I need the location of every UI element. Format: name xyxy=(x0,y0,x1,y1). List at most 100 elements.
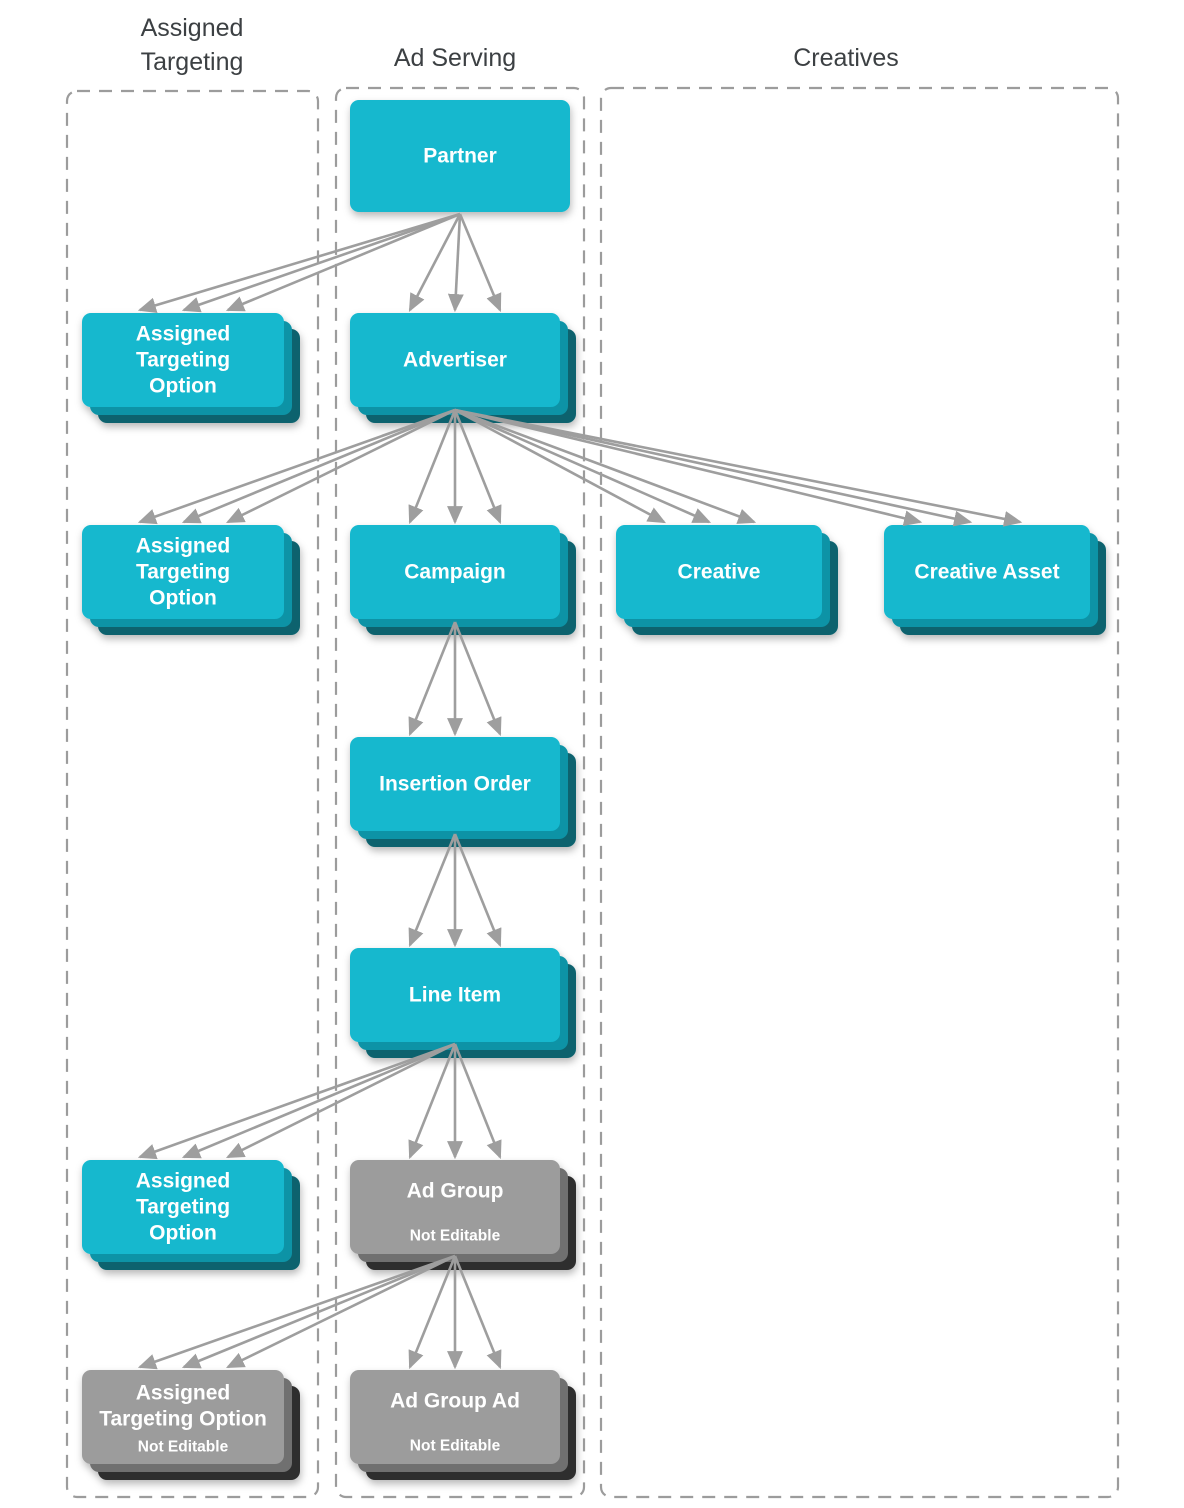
node-insertion-order: Insertion Order xyxy=(350,737,576,847)
node-label: Partner xyxy=(423,145,497,168)
node-assigned-targeting-option-line-item: Assigned Targeting Option xyxy=(82,1160,300,1270)
node-label-line3: Option xyxy=(149,1222,217,1245)
node-label-line2: Targeting xyxy=(136,1196,230,1219)
edge-line xyxy=(408,213,462,313)
edges-advertiser-to-campaign xyxy=(408,409,502,525)
edge-line xyxy=(453,1043,502,1160)
node-assigned-targeting-option-partner: Assigned Targeting Option xyxy=(82,313,300,423)
edges-ad-group-to-ad-group-ad xyxy=(408,1255,502,1370)
node-ad-group: Ad Group Not Editable xyxy=(350,1160,576,1270)
column-creatives xyxy=(599,86,1120,1499)
node-label-line2: Targeting xyxy=(136,561,230,584)
edge-line xyxy=(453,621,502,737)
column-title-assigned-targeting-line2: Targeting xyxy=(141,48,244,76)
edge-line xyxy=(137,212,461,314)
node-label: Ad Group Ad xyxy=(390,1390,520,1413)
node-label-line2: Targeting xyxy=(136,349,230,372)
node-sublabel: Not Editable xyxy=(410,1438,501,1455)
node-label: Line Item xyxy=(409,984,501,1007)
edge-line xyxy=(225,1254,456,1369)
edges-ad-group-to-assigned-targeting-option xyxy=(137,1254,456,1370)
edges-partner-to-assigned-targeting-option xyxy=(137,212,461,314)
edge-line xyxy=(454,408,712,524)
edge-line xyxy=(408,1043,457,1160)
edges-line-item-to-assigned-targeting-option xyxy=(137,1042,456,1160)
card-face xyxy=(350,1160,560,1254)
edge-line xyxy=(454,408,667,524)
node-line-item: Line Item xyxy=(350,948,576,1058)
edge-line xyxy=(408,621,457,737)
edges-line-item-to-ad-group xyxy=(408,1043,502,1160)
card-face xyxy=(82,1370,284,1464)
node-label-line1: Assigned xyxy=(136,323,231,346)
edge-line xyxy=(181,1042,456,1159)
card-face xyxy=(350,737,560,831)
card-face xyxy=(82,313,284,407)
node-advertiser: Advertiser xyxy=(350,313,576,423)
edge-line xyxy=(454,408,1023,527)
edge-line xyxy=(137,1042,456,1160)
node-label-line1: Assigned xyxy=(136,1170,231,1193)
edges-advertiser-to-assigned-targeting-option xyxy=(137,408,456,525)
card-face xyxy=(350,100,570,212)
edges-partner-to-advertiser xyxy=(408,213,502,313)
node-label-line3: Option xyxy=(149,587,217,610)
edge-line xyxy=(453,409,502,525)
node-ad-group-ad: Ad Group Ad Not Editable xyxy=(350,1370,576,1480)
edge-line xyxy=(453,833,502,948)
edge-line xyxy=(453,1255,502,1370)
node-label-line2: Targeting Option xyxy=(99,1408,267,1431)
edge-line xyxy=(137,408,456,525)
card-face xyxy=(350,948,560,1042)
column-assigned-targeting xyxy=(65,89,320,1499)
node-label: Creative xyxy=(678,561,761,584)
card-face xyxy=(616,525,822,619)
edge-line xyxy=(408,833,457,948)
card-face xyxy=(350,1370,560,1464)
edges-insertion-order-to-line-item xyxy=(408,833,502,948)
edge-line xyxy=(454,408,757,524)
node-creative-asset: Creative Asset xyxy=(884,525,1106,635)
node-creative: Creative xyxy=(616,525,838,635)
edge-line xyxy=(447,213,464,313)
edge-line xyxy=(225,212,461,312)
node-campaign: Campaign xyxy=(350,525,576,635)
node-label: Ad Group xyxy=(407,1180,504,1203)
card-face xyxy=(350,525,560,619)
edge-line xyxy=(181,408,456,524)
node-label: Creative Asset xyxy=(914,561,1059,584)
edge-line xyxy=(181,1254,456,1369)
card-face xyxy=(82,1160,284,1254)
node-label-line1: Assigned xyxy=(136,535,231,558)
node-label: Advertiser xyxy=(403,349,507,372)
edge-line xyxy=(458,213,502,313)
edge-line xyxy=(225,408,456,524)
node-label-line3: Option xyxy=(149,375,217,398)
node-partner: Partner xyxy=(350,100,570,212)
edge-line xyxy=(181,212,461,313)
edge-line xyxy=(408,409,457,525)
node-label-line1: Assigned xyxy=(136,1382,231,1405)
edges-campaign-to-insertion-order xyxy=(408,621,502,737)
edge-line xyxy=(454,408,973,527)
column-ad-serving xyxy=(334,86,586,1499)
node-assigned-targeting-option-advertiser: Assigned Targeting Option xyxy=(82,525,300,635)
node-sublabel: Not Editable xyxy=(138,1439,229,1456)
card-face xyxy=(884,525,1090,619)
node-assigned-targeting-option-ad-group: Assigned Targeting Option Not Editable xyxy=(82,1370,300,1480)
edge-line xyxy=(454,408,923,527)
column-title-creatives: Creatives xyxy=(793,44,899,72)
edge-line xyxy=(137,1254,456,1370)
node-sublabel: Not Editable xyxy=(410,1228,501,1245)
card-face xyxy=(82,525,284,619)
edges-advertiser-to-creative-asset xyxy=(454,408,1023,527)
edge-line xyxy=(225,1042,456,1159)
card-face xyxy=(350,313,560,407)
node-label: Insertion Order xyxy=(379,773,531,796)
column-title-assigned-targeting-line1: Assigned xyxy=(141,14,244,42)
edge-line xyxy=(408,1255,457,1370)
node-label: Campaign xyxy=(404,561,506,584)
edges-advertiser-to-creative xyxy=(454,408,757,524)
